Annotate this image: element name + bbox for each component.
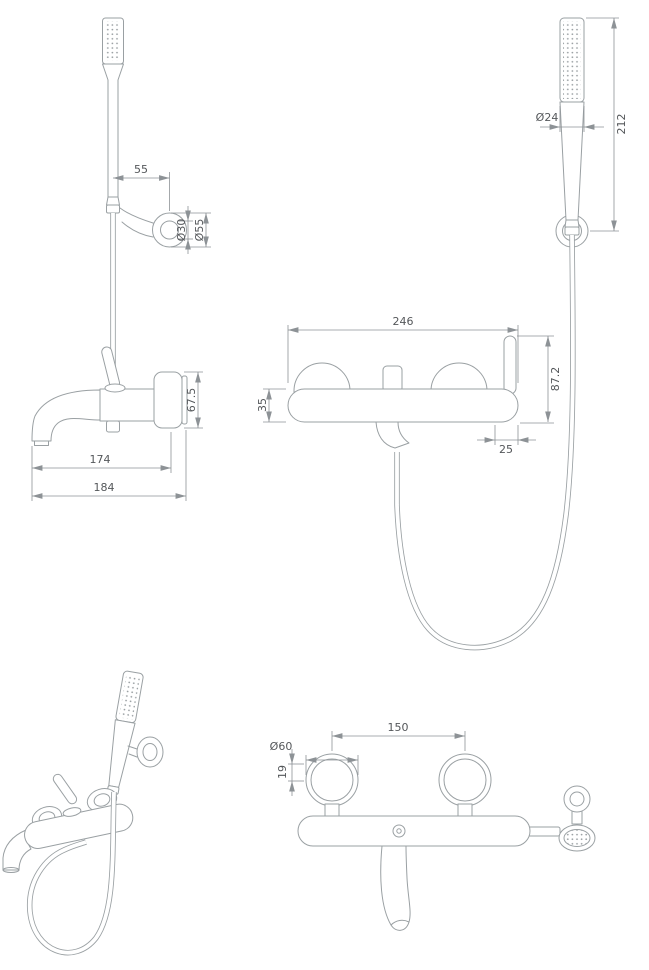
dim-bracket-flange-diameter: Ø55 (171, 212, 211, 248)
spray-face-dots (563, 21, 581, 99)
shower-hose-front (394, 234, 576, 651)
dim-label-escutcheon-diameter: Ø60 (270, 740, 293, 753)
dim-label-bracket-flange-diameter: Ø55 (193, 219, 206, 242)
center-screw-inner (396, 828, 402, 834)
dim-body-height: 35 (256, 388, 286, 423)
left-escutcheon (305, 753, 359, 807)
dim-body-width: 246 (287, 315, 519, 383)
dim-wall-flange-height: 67.5 (184, 371, 203, 429)
dim-escutcheon-depth: 19 (276, 749, 304, 796)
dim-overall-projection: 184 (32, 430, 187, 501)
view-perspective (2, 670, 164, 956)
handle-cone (106, 196, 120, 206)
dim-label-handshower-length: 212 (615, 114, 628, 135)
dim-label-hook-offset: 55 (134, 163, 148, 176)
dim-label-spout-reach: 174 (90, 453, 111, 466)
dim-label-center-distance: 150 (388, 721, 409, 734)
spout-outlet (2, 867, 20, 873)
handshower-front (559, 17, 585, 236)
bracket-hook (128, 753, 138, 758)
holder-flange (563, 785, 591, 813)
mixer-front-alt (297, 753, 596, 931)
mixer-front (287, 335, 519, 449)
handle-cone (564, 219, 580, 228)
dim-label-wall-flange-height: 67.5 (185, 388, 198, 413)
bracket-hook (127, 745, 138, 750)
right-escutcheon-inner (93, 793, 111, 807)
mixer-body (99, 388, 155, 422)
handshower-handle (559, 101, 585, 221)
mixer-side (31, 346, 188, 446)
hose-nut (564, 226, 580, 236)
dim-center-distance: 150 (331, 721, 466, 751)
dim-label-holder-offset: 25 (499, 443, 513, 456)
dim-bracket-stem-diameter: Ø30 (175, 206, 193, 254)
bracket-hook (119, 207, 154, 224)
dim-escutcheon-diameter: Ø60 (270, 740, 359, 775)
dim-holder-offset: 25 (477, 425, 536, 456)
right-escutcheon (438, 753, 492, 807)
dim-label-holder-height: 87.2 (549, 367, 562, 392)
spout-mouth (390, 919, 410, 926)
bracket-stem (160, 220, 179, 240)
mixer-body (297, 815, 531, 847)
dim-holder-height: 87.2 (517, 335, 562, 424)
spout (380, 845, 411, 931)
dim-label-body-width: 246 (393, 315, 414, 328)
hose-nut (106, 204, 120, 214)
wall-bracket-side (119, 207, 187, 248)
handshower-side (102, 17, 124, 214)
spout-aerator (34, 440, 49, 446)
spout-outlet (375, 421, 410, 449)
right-escutcheon-inner (443, 758, 487, 802)
handshower-holder-pin (503, 335, 517, 395)
lever-handle (101, 346, 121, 389)
shower-hose-perspective (27, 791, 117, 956)
mixer-body (287, 388, 519, 423)
dim-label-escutcheon-depth: 19 (276, 765, 289, 779)
lever-handle (52, 773, 78, 805)
holder-stem (571, 810, 583, 825)
view-front: Ø24 212 246 87.2 35 (256, 17, 628, 651)
center-screw (392, 824, 406, 838)
dim-label-overall-projection: 184 (94, 481, 115, 494)
handshower-perspective (106, 670, 144, 795)
handle-base (62, 807, 82, 817)
spray-face-dots (118, 673, 141, 720)
holder-arm (527, 826, 561, 837)
hose-connector (106, 420, 120, 433)
dim-handshower-length: 212 (586, 17, 628, 232)
spray-face-dots (105, 21, 121, 61)
dim-label-bracket-stem-diameter: Ø30 (175, 219, 188, 242)
dim-label-body-height: 35 (256, 398, 269, 412)
view-front-alt: 150 Ø60 19 (270, 721, 596, 931)
bracket-stem (142, 743, 158, 761)
spout (31, 389, 101, 442)
handshower-handle (102, 63, 124, 198)
diverter-knob (382, 365, 403, 393)
handshower-spray-dots (563, 829, 591, 847)
wall-flange (153, 371, 183, 429)
dim-hook-offset: 55 (113, 163, 170, 211)
handle-base (104, 383, 126, 393)
dim-label-handshower-diameter: Ø24 (536, 111, 559, 124)
bracket-hook (121, 221, 154, 238)
dim-handshower-diameter: Ø24 (536, 106, 604, 132)
view-side: 55 Ø30 Ø55 67.5 174 (31, 17, 211, 501)
holder-flange-inner (569, 791, 585, 807)
dim-spout-reach: 174 (31, 432, 172, 501)
